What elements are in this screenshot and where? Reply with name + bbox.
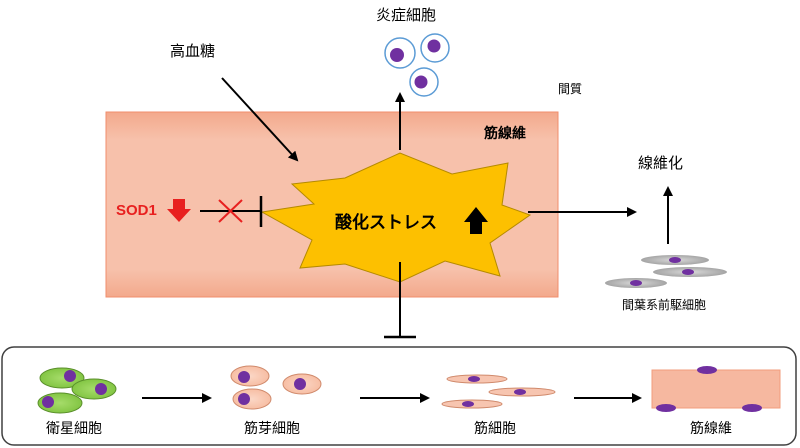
muscle-fiber-label: 筋線維 xyxy=(484,126,526,142)
inflammatory-cells-label: 炎症細胞 xyxy=(376,6,437,24)
myoblast-label: 筋芽細胞 xyxy=(244,421,300,437)
fibrosis-label: 線維化 xyxy=(638,154,684,172)
muscle-fiber-small xyxy=(651,366,781,412)
myoblast-cells xyxy=(230,365,322,410)
interstitium-label: 間質 xyxy=(558,82,583,96)
differentiation-panel xyxy=(1,346,797,446)
myocyte-label: 筋細胞 xyxy=(474,421,516,437)
satellite-cells xyxy=(37,367,117,414)
hyperglycemia-arrow xyxy=(221,77,299,162)
muscle-fiber-small-label: 筋線維 xyxy=(690,421,732,437)
inflammatory-cells xyxy=(384,33,450,97)
satellite-cell-label: 衛星細胞 xyxy=(46,421,102,437)
myocyte-cells xyxy=(441,374,556,409)
mesenchymal-progenitor-cells xyxy=(605,255,727,288)
mesenchymal-progenitor-label: 間葉系前駆細胞 xyxy=(622,298,707,312)
oxidative-stress-star xyxy=(260,152,532,283)
red-down-arrow-icon xyxy=(167,199,191,222)
oxidative-stress-label: 酸化ストレス xyxy=(335,213,437,233)
hyperglycemia-label: 高血糖 xyxy=(170,42,216,60)
x-mark-icon-b xyxy=(218,199,243,223)
sod1-label: SOD1 xyxy=(116,202,157,219)
black-up-arrow-icon xyxy=(464,207,488,234)
